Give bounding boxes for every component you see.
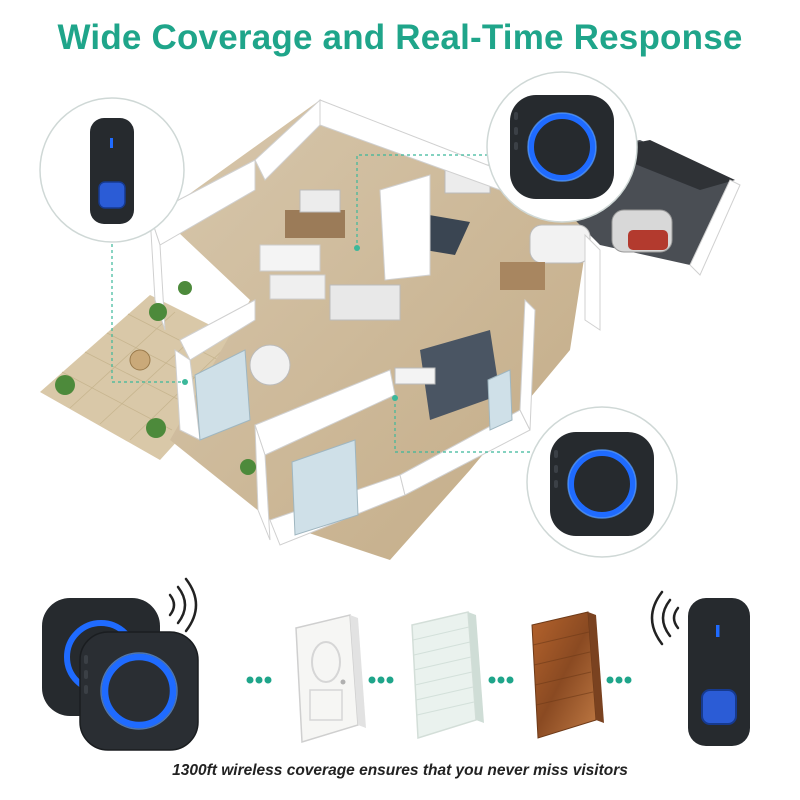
receiver-icon (510, 95, 614, 199)
coverage-caption: 1300ft wireless coverage ensures that yo… (172, 762, 628, 779)
callout-receiver-bottom (526, 406, 678, 558)
stone-wall-icon (531, 611, 604, 739)
car-white (529, 224, 591, 264)
brick-wall-icon (411, 611, 484, 740)
callout-dots (182, 245, 398, 401)
cabinet (500, 262, 545, 290)
sofa-2 (269, 274, 326, 300)
receiver-icon (550, 432, 654, 536)
plants (55, 281, 256, 475)
receiver-front (79, 631, 199, 751)
door-icon (295, 614, 366, 743)
callout-receiver-top (486, 71, 638, 223)
page-title: Wide Coverage and Real-Time Response (57, 18, 743, 57)
bookshelf (285, 210, 345, 238)
signal-waves-icon (650, 590, 680, 646)
car-red (628, 230, 668, 250)
callout-transmitter (39, 97, 185, 243)
windows (194, 349, 513, 536)
callout-lines (111, 154, 530, 453)
kitchen-island (329, 284, 401, 321)
house-floorplan (40, 98, 741, 560)
bath-vanity (394, 367, 436, 385)
transmitter-device (688, 598, 750, 746)
patio-table (129, 349, 151, 371)
dining-table (249, 344, 291, 386)
dots-icon (246, 676, 632, 684)
receivers-pair (42, 598, 199, 751)
sofa-1 (259, 244, 321, 272)
bed-1 (299, 189, 341, 213)
bath-floor-2 (420, 330, 500, 420)
signal-waves-icon (168, 577, 198, 633)
walls (149, 98, 741, 546)
